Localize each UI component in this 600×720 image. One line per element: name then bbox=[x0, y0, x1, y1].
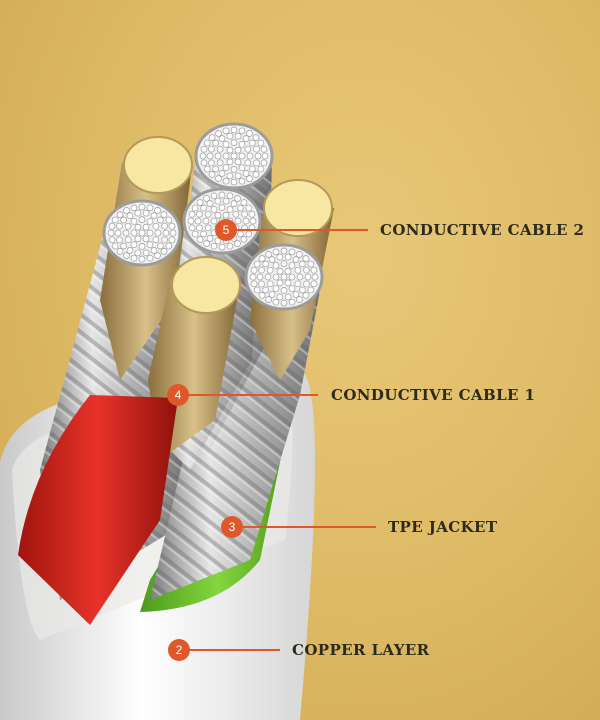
badge-3 bbox=[221, 516, 243, 538]
strand-end-faces bbox=[102, 122, 333, 314]
label-copper-layer: COPPER LAYER bbox=[292, 641, 430, 659]
label-conductive-cable-2: CONDUCTIVE CABLE 2 bbox=[380, 221, 585, 239]
badge-2 bbox=[168, 639, 190, 661]
callout-4: 4 bbox=[167, 384, 318, 406]
svg-text:4: 4 bbox=[175, 388, 182, 402]
badge-5 bbox=[215, 219, 237, 241]
label-tpe-jacket: TPE JACKET bbox=[388, 518, 498, 536]
svg-text:3: 3 bbox=[229, 520, 236, 534]
label-conductive-cable-1: CONDUCTIVE CABLE 1 bbox=[331, 386, 536, 404]
callout-3: 3 bbox=[221, 516, 376, 538]
callout-2: 2 bbox=[168, 639, 280, 661]
svg-text:2: 2 bbox=[176, 643, 183, 657]
red-jacket bbox=[18, 395, 178, 625]
badge-4 bbox=[167, 384, 189, 406]
callout-5: 5 bbox=[215, 219, 368, 241]
svg-text:5: 5 bbox=[223, 223, 230, 237]
